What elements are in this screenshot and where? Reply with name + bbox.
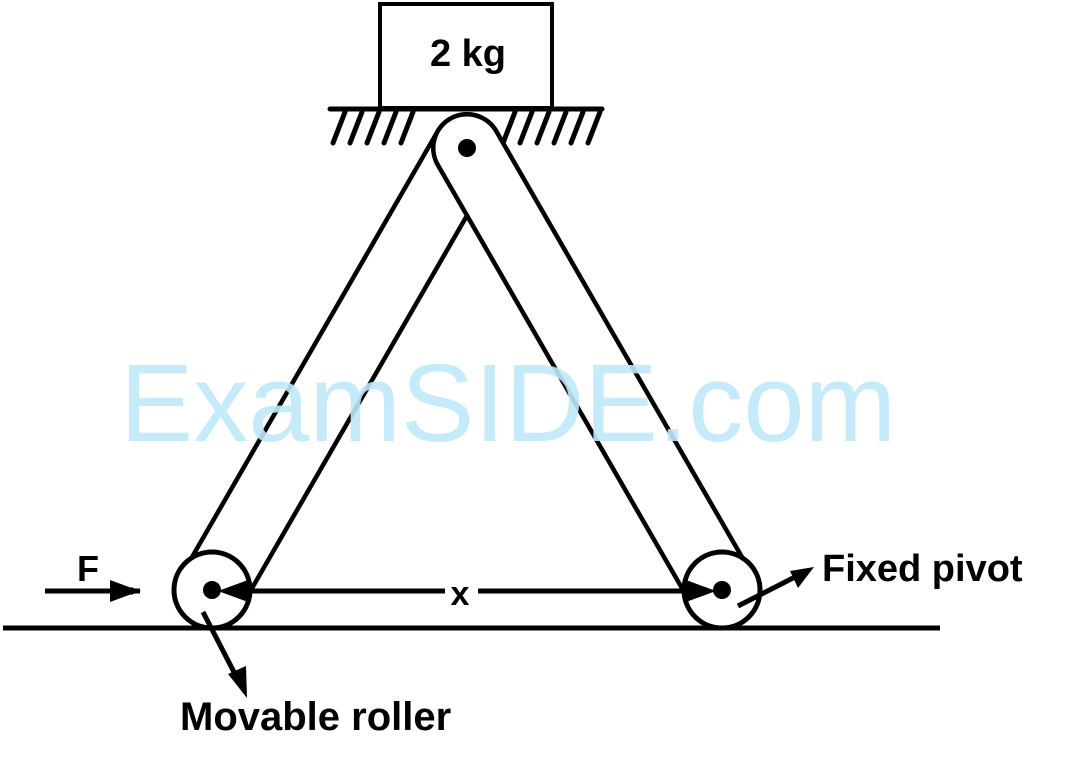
hatch-mark [381, 109, 399, 146]
arrowhead-left-icon [218, 580, 248, 602]
hatch-mark [534, 109, 552, 146]
movable-roller-pin [203, 581, 221, 599]
hatch-mark [517, 109, 535, 146]
fixed-pivot-label: Fixed pivot [822, 548, 1023, 590]
hatch-mark [347, 109, 365, 146]
top-pin [458, 139, 476, 157]
left-link-bar [176, 112, 503, 626]
right-link-bar [431, 112, 758, 626]
hatch-mark [568, 109, 586, 146]
hatch-mark [585, 109, 603, 146]
movable-roller-arrowhead-icon [228, 666, 247, 698]
movable-roller-label: Movable roller [180, 695, 451, 739]
hatch-mark [364, 109, 382, 146]
mass-label: 2 kg [430, 33, 506, 75]
hatch-mark [551, 109, 569, 146]
distance-dimension [218, 580, 716, 602]
fixed-pivot-arrowhead-icon [790, 567, 814, 588]
force-label: F [77, 548, 99, 589]
distance-label: x [451, 575, 470, 613]
fixed-pivot-pointer [736, 574, 797, 609]
hatch-mark [398, 109, 416, 146]
hatch-mark [330, 109, 348, 146]
watermark: ExamSIDE.com [120, 342, 896, 465]
ceiling-support [327, 106, 605, 146]
force-arrowhead-icon [110, 580, 140, 602]
mass-block [378, 2, 554, 110]
fixed-pivot-pin [713, 581, 731, 599]
hatch-mark [500, 109, 518, 146]
movable-roller-pointer [200, 610, 239, 678]
arrowhead-right-icon [686, 580, 716, 602]
